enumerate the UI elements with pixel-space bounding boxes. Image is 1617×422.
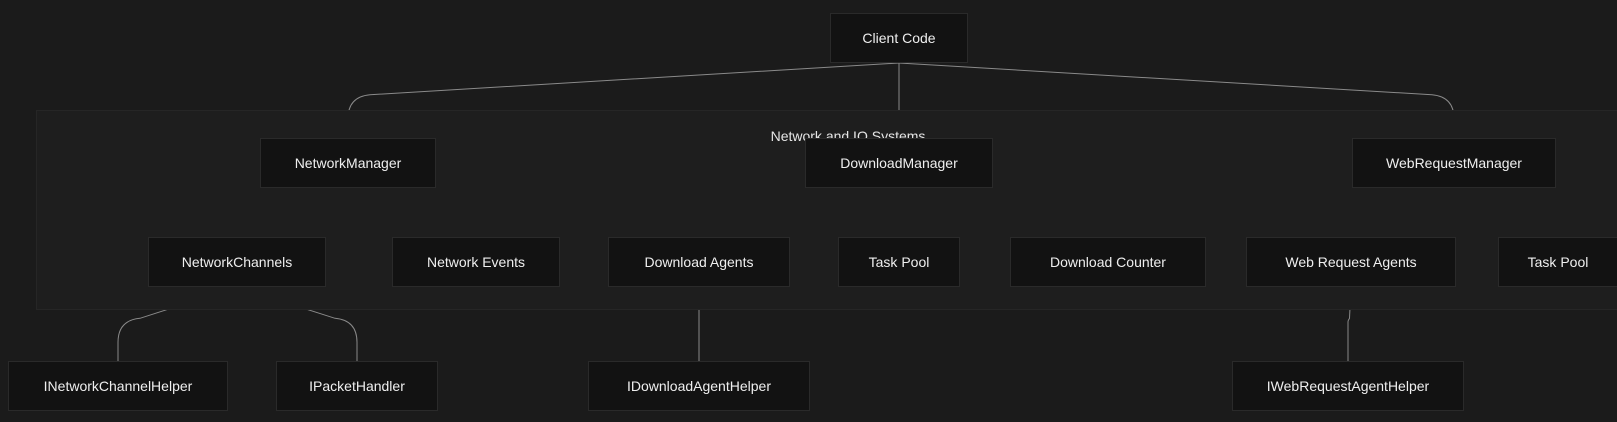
node-network-manager[interactable]: NetworkManager	[260, 138, 436, 188]
node-client-code[interactable]: Client Code	[830, 13, 968, 63]
node-network-channels[interactable]: NetworkChannels	[148, 237, 326, 287]
node-web-request-manager[interactable]: WebRequestManager	[1352, 138, 1556, 188]
node-task-pool-download[interactable]: Task Pool	[838, 237, 960, 287]
node-inetwork-channel-helper[interactable]: INetworkChannelHelper	[8, 361, 228, 411]
node-idownload-agent-helper[interactable]: IDownloadAgentHelper	[588, 361, 810, 411]
edge-network_channels-to-ipacket_handler	[236, 286, 358, 361]
node-ipacket-handler[interactable]: IPacketHandler	[276, 361, 438, 411]
node-download-agents[interactable]: Download Agents	[608, 237, 790, 287]
node-download-manager[interactable]: DownloadManager	[805, 138, 993, 188]
edge-network_channels-to-inetwork_channel_helper	[117, 286, 238, 361]
node-network-events[interactable]: Network Events	[392, 237, 560, 287]
node-iweb-request-agent-helper[interactable]: IWebRequestAgentHelper	[1232, 361, 1464, 411]
node-web-request-agents[interactable]: Web Request Agents	[1246, 237, 1456, 287]
node-download-counter[interactable]: Download Counter	[1010, 237, 1206, 287]
node-task-pool-web[interactable]: Task Pool	[1498, 237, 1617, 287]
edge-web_request_agents-to-iweb_request_agent_helper	[1347, 286, 1352, 361]
